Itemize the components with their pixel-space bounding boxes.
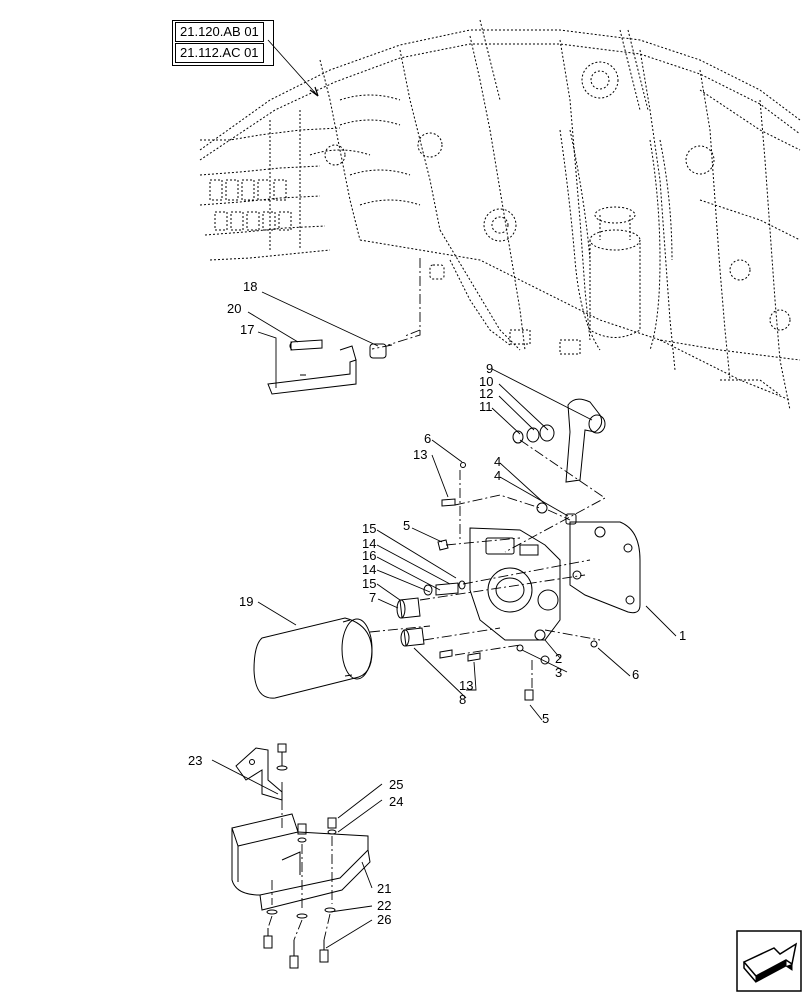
callout-1[interactable]: 1 bbox=[679, 628, 686, 643]
callout-14[interactable]: 14 bbox=[362, 536, 376, 551]
next-page-arrow-icon[interactable] bbox=[736, 930, 802, 992]
shield-assembly bbox=[231, 743, 371, 969]
callout-4[interactable]: 4 bbox=[494, 454, 501, 469]
callout-4[interactable]: 4 bbox=[494, 468, 501, 483]
callout-14[interactable]: 14 bbox=[362, 562, 376, 577]
leader-lines bbox=[211, 39, 677, 949]
callout-7[interactable]: 7 bbox=[369, 590, 376, 605]
callout-22[interactable]: 22 bbox=[377, 898, 391, 913]
callout-17[interactable]: 17 bbox=[240, 322, 254, 337]
callout-13[interactable]: 13 bbox=[459, 678, 473, 693]
callout-10[interactable]: 10 bbox=[479, 374, 493, 389]
reference-link-1[interactable]: 21.120.AB 01 bbox=[175, 22, 264, 42]
callout-26[interactable]: 26 bbox=[377, 912, 391, 927]
callout-15[interactable]: 15 bbox=[362, 521, 376, 536]
callout-5[interactable]: 5 bbox=[403, 518, 410, 533]
leader-tips bbox=[309, 86, 319, 97]
callout-9[interactable]: 9 bbox=[486, 361, 493, 376]
callout-6[interactable]: 6 bbox=[424, 431, 431, 446]
callout-15[interactable]: 15 bbox=[362, 576, 376, 591]
callout-13[interactable]: 13 bbox=[413, 447, 427, 462]
assembly-guide-lines bbox=[371, 258, 421, 350]
callout-11[interactable]: 11 bbox=[479, 399, 493, 414]
bracket-assembly bbox=[267, 339, 387, 395]
reference-link-2[interactable]: 21.112.AC 01 bbox=[175, 43, 264, 63]
callout-5[interactable]: 5 bbox=[542, 711, 549, 726]
callout-24[interactable]: 24 bbox=[389, 794, 403, 809]
callout-16[interactable]: 16 bbox=[362, 548, 376, 563]
housing-assembly bbox=[396, 462, 641, 701]
tractor-chassis-drawing bbox=[199, 19, 801, 411]
callout-20[interactable]: 20 bbox=[227, 301, 241, 316]
callout-21[interactable]: 21 bbox=[377, 881, 391, 896]
callout-23[interactable]: 23 bbox=[188, 753, 202, 768]
callout-2[interactable]: 2 bbox=[555, 651, 562, 666]
callout-19[interactable]: 19 bbox=[239, 594, 253, 609]
callout-12[interactable]: 12 bbox=[479, 386, 493, 401]
filter-cartridge bbox=[253, 617, 373, 699]
callout-18[interactable]: 18 bbox=[243, 279, 257, 294]
reference-box: 21.120.AB 01 21.112.AC 01 bbox=[172, 20, 274, 66]
shield-guide-lines bbox=[267, 782, 333, 941]
callout-labels: 18 20 17 9 10 12 11 6 13 4 4 5 15 14 16 … bbox=[188, 279, 686, 927]
tube-assembly bbox=[512, 398, 606, 483]
callout-8[interactable]: 8 bbox=[459, 692, 466, 707]
callout-6[interactable]: 6 bbox=[632, 667, 639, 682]
housing-guide-lines bbox=[369, 439, 606, 690]
callout-25[interactable]: 25 bbox=[389, 777, 403, 792]
callout-3[interactable]: 3 bbox=[555, 665, 562, 680]
